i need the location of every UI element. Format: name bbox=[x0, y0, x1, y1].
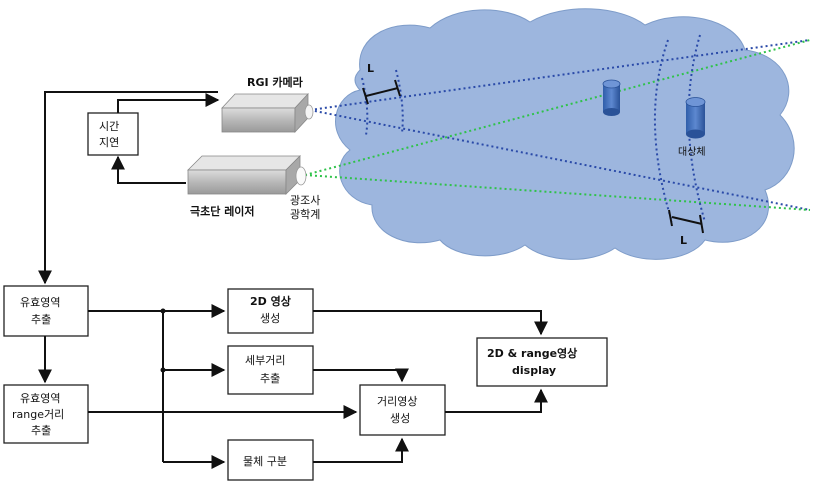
2d-to-display-line bbox=[313, 310, 548, 336]
gate-arc-near-2 bbox=[395, 69, 404, 134]
detail-distance-box bbox=[227, 345, 314, 395]
camera-label: RGI 카메라 bbox=[247, 75, 304, 89]
range-extract-box bbox=[3, 384, 89, 444]
object-classify-box bbox=[227, 439, 314, 481]
optics-label-line1: 광조사 bbox=[290, 194, 320, 207]
target-cylinder bbox=[685, 97, 706, 139]
detail-distance-line1: 세부거리 bbox=[245, 354, 285, 367]
cloud-shape bbox=[335, 8, 795, 260]
gate-marker-far bbox=[671, 216, 703, 225]
object-cylinder-small bbox=[602, 79, 621, 116]
optics-label-line2: 광학계 bbox=[290, 208, 320, 221]
gate-arc-far-1 bbox=[654, 39, 673, 223]
valid-region-line2: 추출 bbox=[31, 313, 51, 326]
camera-view-upper bbox=[309, 39, 811, 111]
camera-to-valid-region-line bbox=[38, 91, 218, 285]
distance-image-line2: 생성 bbox=[390, 412, 410, 425]
gate-tick-far-2 bbox=[699, 214, 704, 234]
detail-to-distance-line bbox=[313, 368, 409, 383]
display-line2: display bbox=[512, 364, 556, 377]
laser-icon bbox=[187, 155, 307, 195]
object-to-distance-line bbox=[313, 437, 409, 463]
laser-beam-lower bbox=[304, 174, 811, 211]
gate-tick-far-1 bbox=[668, 209, 673, 227]
time-delay-box bbox=[87, 112, 139, 156]
display-box bbox=[476, 337, 608, 387]
gate-tick-near-1 bbox=[362, 87, 369, 105]
laser-to-delay-line bbox=[111, 155, 186, 184]
display-line1: 2D & range영상 bbox=[487, 346, 577, 360]
gate-label-near: L bbox=[367, 62, 374, 75]
laser-beam-upper bbox=[304, 39, 811, 176]
gate-label-far: L bbox=[680, 234, 687, 247]
valid-region-box bbox=[3, 285, 89, 337]
gate-marker-near bbox=[365, 87, 399, 97]
time-delay-line2: 지연 bbox=[99, 136, 119, 149]
detail-distance-line2: 추출 bbox=[260, 372, 280, 385]
branch-node-1 bbox=[160, 308, 166, 314]
valid-region-line1: 유효영역 bbox=[20, 296, 60, 309]
target-label: 대상체 bbox=[678, 146, 706, 158]
range-extract-line3: 추출 bbox=[31, 424, 51, 437]
distance-to-display-line bbox=[445, 388, 548, 413]
object-classify-line1: 물체 구분 bbox=[243, 455, 287, 468]
gate-arc-near-1 bbox=[361, 77, 369, 136]
laser-label: 극초단 레이저 bbox=[190, 204, 255, 218]
distance-image-line1: 거리영상 bbox=[377, 395, 417, 408]
range-extract-line2: range거리 bbox=[12, 408, 64, 421]
delay-to-camera-line bbox=[117, 93, 220, 113]
gate-tick-near-2 bbox=[394, 79, 401, 97]
range-extract-line1: 유효영역 bbox=[20, 392, 60, 405]
time-delay-line1: 시간 bbox=[99, 120, 119, 133]
image-2d-line2: 생성 bbox=[260, 312, 280, 325]
distance-image-box bbox=[359, 384, 446, 436]
image-2d-box bbox=[227, 288, 314, 334]
image-2d-line1: 2D 영상 bbox=[250, 294, 291, 308]
rgi-camera-icon bbox=[221, 92, 314, 134]
